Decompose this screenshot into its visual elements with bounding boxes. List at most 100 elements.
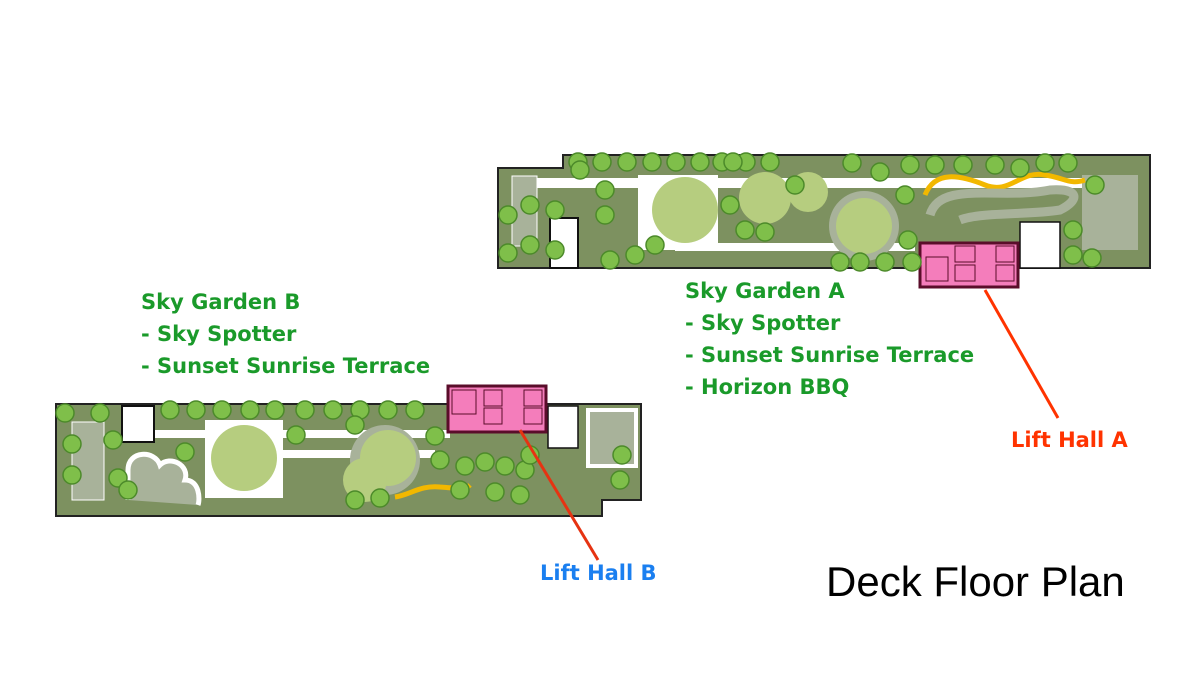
tree-icon <box>323 400 343 420</box>
tree-icon <box>485 482 505 502</box>
tree-icon <box>425 426 445 446</box>
tree-icon <box>850 252 870 272</box>
tree-icon <box>612 445 632 465</box>
tree-icon <box>498 205 518 225</box>
garden-b-name: Sky Garden B <box>141 290 301 314</box>
lawn-b-1 <box>211 425 277 491</box>
tree-icon <box>645 235 665 255</box>
tree-icon <box>475 452 495 472</box>
sky-garden-a-plan <box>497 154 1151 289</box>
tree-icon <box>1085 175 1105 195</box>
garden-b-feature: - Sky Spotter <box>141 322 297 346</box>
tree-icon <box>186 400 206 420</box>
sky-garden-b-label: Sky Garden B - Sky Spotter - Sunset Sunr… <box>141 286 430 382</box>
tree-icon <box>600 250 620 270</box>
tree-icon <box>610 470 630 490</box>
tree-icon <box>295 400 315 420</box>
tree-icon <box>830 252 850 272</box>
tree-icon <box>595 205 615 225</box>
tree-icon <box>895 185 915 205</box>
tree-icon <box>642 152 662 172</box>
tree-icon <box>690 152 710 172</box>
tree-icon <box>510 485 530 505</box>
tree-icon <box>842 153 862 173</box>
garden-b-feature: - Sunset Sunrise Terrace <box>141 354 431 378</box>
tree-icon <box>625 245 645 265</box>
lawn-a-2 <box>739 172 791 224</box>
garden-a-feature: - Sunset Sunrise Terrace <box>685 343 975 367</box>
tree-icon <box>985 155 1005 175</box>
tree-icon <box>345 490 365 510</box>
pool-b <box>71 421 105 501</box>
garden-a-feature: - Sky Spotter <box>685 311 841 335</box>
lift-shafts-b <box>451 389 543 425</box>
tree-icon <box>902 252 922 272</box>
page-title: Deck Floor Plan <box>826 558 1125 605</box>
lift-hall-b-pointer <box>518 429 600 561</box>
tree-icon <box>570 160 590 180</box>
tree-icon <box>875 252 895 272</box>
tree-icon <box>265 400 285 420</box>
tree-icon <box>62 434 82 454</box>
tree-icon <box>666 152 686 172</box>
tree-icon <box>405 400 425 420</box>
tree-icon <box>617 152 637 172</box>
tree-icon <box>520 235 540 255</box>
tree-icon <box>175 442 195 462</box>
stair-b-east <box>547 405 579 449</box>
lift-hall-b-label: Lift Hall B <box>540 561 657 585</box>
tree-icon <box>900 155 920 175</box>
feature-strip-a <box>922 171 1086 197</box>
corridor-a-lower <box>675 243 915 251</box>
tree-icon <box>735 220 755 240</box>
lawn-a-5 <box>836 198 892 254</box>
tree-icon <box>953 155 973 175</box>
tree-icon <box>755 222 775 242</box>
stair-b-west <box>121 405 155 443</box>
tree-icon <box>720 195 740 215</box>
tree-icon <box>545 240 565 260</box>
lift-hall-b <box>446 384 548 434</box>
tree-icon <box>212 400 232 420</box>
tree-icon <box>430 450 450 470</box>
tree-icon <box>785 175 805 195</box>
lift-hall-a-pointer <box>983 289 1060 419</box>
tree-icon <box>378 400 398 420</box>
tree-icon <box>118 480 138 500</box>
lift-hall-a-label: Lift Hall A <box>1011 428 1128 452</box>
tree-icon <box>1082 248 1102 268</box>
lift-shafts-a <box>925 245 1015 282</box>
tree-icon <box>1063 245 1083 265</box>
trees <box>55 152 1105 510</box>
tree-icon <box>1058 153 1078 173</box>
tree-icon <box>455 456 475 476</box>
lawn-a-1 <box>652 177 718 243</box>
tree-icon <box>592 152 612 172</box>
tree-icon <box>286 425 306 445</box>
tree-icon <box>103 430 123 450</box>
tree-icon <box>240 400 260 420</box>
path-a-loop <box>925 185 1079 225</box>
tree-icon <box>723 152 743 172</box>
tree-icon <box>870 162 890 182</box>
tree-icon <box>160 400 180 420</box>
tree-icon <box>498 243 518 263</box>
tree-icon <box>370 488 390 508</box>
stair-a-east <box>1019 221 1061 269</box>
cloud-path-b <box>125 451 202 506</box>
tree-icon <box>595 180 615 200</box>
tree-icon <box>62 465 82 485</box>
tree-icon <box>545 200 565 220</box>
tree-icon <box>760 152 780 172</box>
tree-icon <box>450 480 470 500</box>
garden-a-feature: - Horizon BBQ <box>685 375 850 399</box>
tree-icon <box>1035 153 1055 173</box>
tree-icon <box>898 230 918 250</box>
sky-garden-a-label: Sky Garden A - Sky Spotter - Sunset Sunr… <box>685 275 974 403</box>
tree-icon <box>55 403 75 423</box>
tree-icon <box>345 415 365 435</box>
tree-icon <box>1063 220 1083 240</box>
tree-icon <box>925 155 945 175</box>
tree-icon <box>520 195 540 215</box>
